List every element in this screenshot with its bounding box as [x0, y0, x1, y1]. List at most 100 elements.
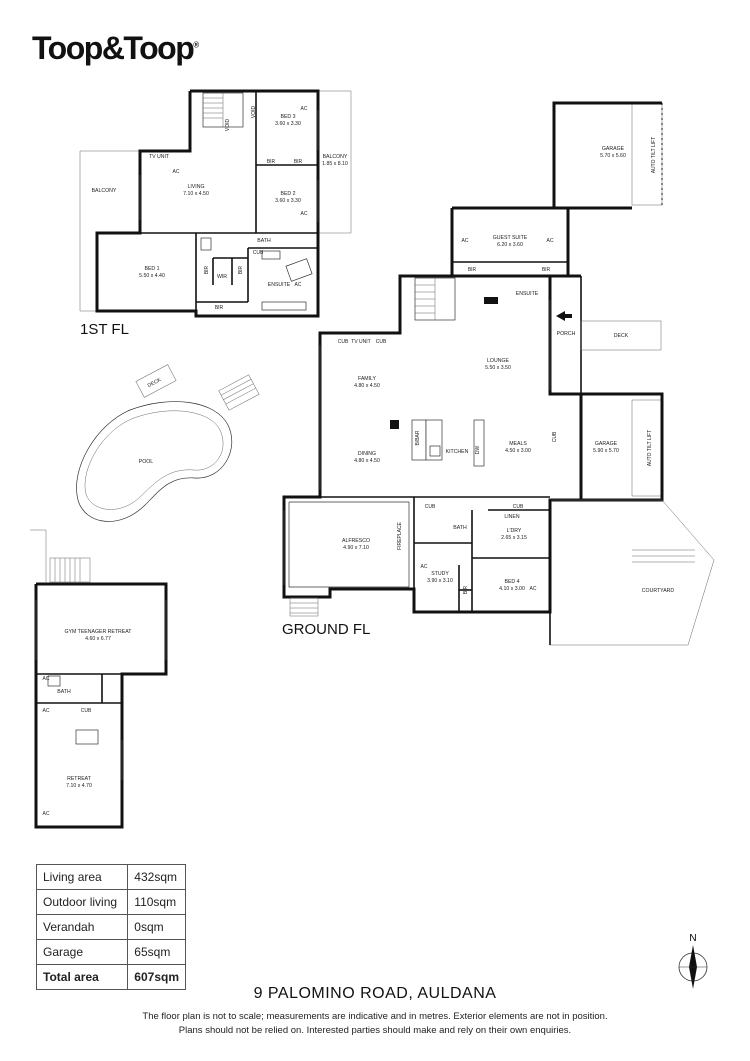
bir-tag: BIR: [215, 305, 224, 311]
bed2-size: 3.60 x 3.30: [275, 198, 301, 204]
garage-mid-walls: [550, 392, 664, 502]
retreat-name: RETREAT: [67, 776, 92, 782]
first-floor-outer-walls: [95, 89, 320, 318]
entry-arrow-icon: [556, 311, 572, 321]
ac-tag: AC: [547, 238, 554, 244]
fireplace-block: [484, 297, 498, 304]
fireplace-tag: FIREPLACE: [397, 521, 403, 549]
alfresco-size: 4.90 x 7.10: [343, 545, 369, 551]
bed4-name: BED 4: [505, 579, 520, 585]
disclaimer-line-1: The floor plan is not to scale; measurem…: [142, 1011, 608, 1022]
void-tag: VOID: [251, 106, 257, 119]
cub-tag: CUB: [513, 504, 524, 510]
ensuite-ground-name: ENSUITE: [516, 291, 539, 297]
pool-outline: [76, 401, 233, 522]
garage-mid-size: 5.90 x 5.70: [593, 448, 619, 454]
property-address: 9 PALOMINO ROAD, AULDANA: [253, 985, 497, 1002]
guest-suite-size: 6.20 x 3.60: [497, 242, 523, 248]
brand-logo: Toop&Toop®: [32, 30, 199, 67]
north-arrow-icon: N: [678, 933, 708, 989]
meals-size: 4.50 x 3.00: [505, 448, 531, 454]
retreat-island: [75, 729, 99, 745]
bath-tub: [285, 258, 313, 282]
bed2-name: BED 2: [281, 191, 296, 197]
north-letter: N: [689, 933, 696, 944]
bed3-size: 3.60 x 3.30: [275, 121, 301, 127]
meals-name: MEALS: [509, 441, 527, 447]
ac-tag: AC: [462, 238, 469, 244]
balcony-left-outline: [79, 150, 141, 312]
wir-name: WIR: [217, 274, 227, 280]
balcony-right-size: 1.85 x 8.10: [322, 161, 348, 167]
linen-name: LINEN: [504, 514, 520, 520]
lory-name: L'DRY: [507, 528, 522, 534]
pool-steps: [218, 374, 260, 411]
bir-tag: BIR: [463, 585, 469, 594]
area-label: Garage: [35, 939, 129, 965]
retreat-outer-walls: [34, 582, 168, 829]
alfresco-steps: [289, 597, 319, 617]
ground-outer-walls: [282, 274, 583, 614]
garage-top-walls: [552, 101, 662, 210]
bir-tag: BIR: [238, 265, 244, 274]
retreat-building: GYM TEENAGER RETREAT 4.60 x 6.77 BATH AC…: [30, 529, 168, 829]
area-value: 0sqm: [127, 914, 186, 940]
bir-tag: BIR: [294, 159, 303, 165]
logo-text: Toop&Toop: [32, 30, 195, 66]
cub-tag: CUB: [81, 708, 92, 714]
tv-unit-1st: TV UNIT: [149, 154, 170, 160]
family-name: FAMILY: [358, 376, 377, 382]
garage-top-name: GARAGE: [602, 146, 625, 152]
bed4-size: 4.10 x 3.00: [499, 586, 525, 592]
ac-tag: AC: [43, 676, 50, 682]
retreat-size: 7.10 x 4.70: [66, 783, 92, 789]
kitchen-bench: [473, 419, 485, 467]
retreat-steps: [49, 557, 91, 583]
registered-mark: ®: [193, 40, 200, 50]
dw-tag: DW: [475, 446, 481, 455]
living-size: 7.10 x 4.50: [183, 191, 209, 197]
cub-tag: CUB: [253, 250, 264, 256]
kitchen-name: KITCHEN: [446, 449, 469, 455]
bbar-tag: B/BAR: [415, 430, 421, 445]
first-floor-plan: VOID VOID BED 3 3.60 x 3.30 AC BALCONY 1…: [79, 89, 352, 318]
column-block: [390, 420, 399, 429]
lory-size: 2.65 x 3.15: [501, 535, 527, 541]
balcony-left-name: BALCONY: [92, 188, 117, 194]
pool-deck: [135, 364, 177, 398]
ground-floor-label: GROUND FL: [282, 621, 371, 638]
pool-name: POOL: [139, 459, 154, 465]
alfresco-name: ALFRESCO: [342, 538, 370, 544]
gym-name: GYM TEENAGER RETREAT: [65, 629, 133, 635]
tilt-lift-zone: [631, 102, 663, 206]
area-label: Outdoor living: [35, 889, 129, 915]
study-size: 3.90 x 3.10: [427, 578, 453, 584]
cooktop: [429, 445, 441, 457]
cub-tag: CUB: [552, 431, 558, 442]
ac-tag: AC: [421, 564, 428, 570]
deck-right-name: DECK: [614, 333, 629, 339]
ac-tag: AC: [530, 586, 537, 592]
area-label: Verandah: [35, 914, 129, 940]
ac-tag: AC: [301, 211, 308, 217]
stair-treads: [203, 93, 224, 127]
vanity: [261, 250, 281, 260]
lounge-size: 5.50 x 3.50: [485, 365, 511, 371]
retreat-path: [30, 529, 47, 582]
area-value: 607sqm: [127, 964, 186, 990]
area-value: 65sqm: [127, 939, 186, 965]
balcony-right-name: BALCONY: [323, 154, 348, 160]
bath-retreat-name: BATH: [57, 689, 71, 695]
disclaimer-line-2: Plans should not be relied on. Intereste…: [178, 1025, 572, 1036]
void-tag: VOID: [225, 119, 231, 132]
area-label: Living area: [35, 864, 129, 890]
bed1-name: BED 1: [145, 266, 160, 272]
bir-tag: BIR: [542, 267, 551, 273]
porch-name: PORCH: [557, 331, 576, 337]
ground-floor-plan: GARAGE 5.70 x 5.60 AUTO TILT LIFT GUEST …: [282, 101, 715, 646]
toilet: [47, 675, 61, 687]
area-label: Total area: [35, 964, 129, 990]
